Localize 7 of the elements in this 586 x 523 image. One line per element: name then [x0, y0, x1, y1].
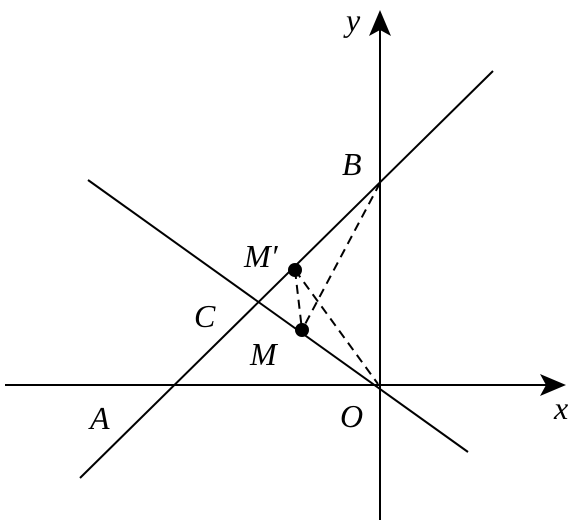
point-label: M′ [244, 240, 278, 272]
point-label: x [554, 392, 568, 424]
point-label: M [250, 338, 277, 370]
point-label: A [90, 402, 110, 434]
point-label: O [340, 400, 364, 432]
point-label: C [194, 300, 216, 332]
point-label: B [342, 148, 362, 180]
